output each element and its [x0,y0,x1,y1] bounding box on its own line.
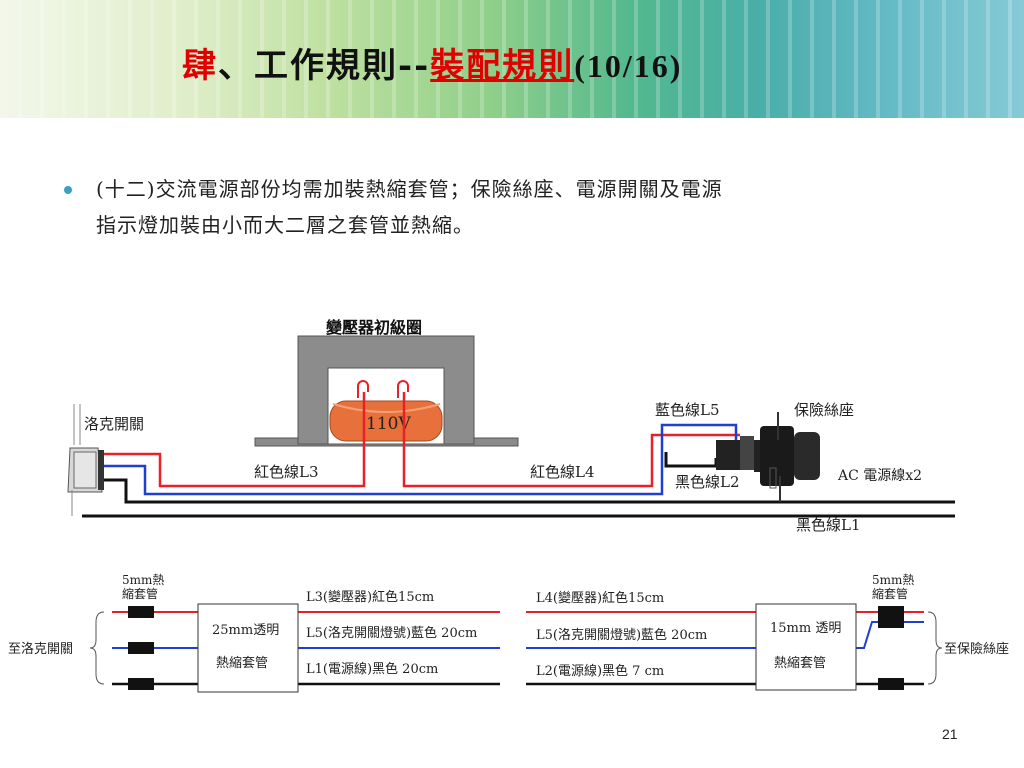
left-harness [89,603,500,693]
transformer: 110V [254,335,519,447]
ac-cord-label: AC 電源線x2 [837,468,922,484]
left-l3-label: L3(變壓器)紅色15cm [306,589,434,605]
wire-l3-red [104,392,366,488]
header-banner [0,0,1024,118]
switch-label: 洛克開關 [84,415,144,433]
header-stripes [0,0,1024,118]
left-small-tube-label-1: 5mm熱 [122,573,164,587]
wire-l2-label: 黑色線L2 [675,473,740,491]
title-prefix: 、工作規則-- [218,46,431,86]
right-l5-label: L5(洛克開關燈號)藍色 20cm [536,627,707,643]
right-small-tube-label-1: 5mm熱 [872,573,914,587]
transformer-label: 變壓器初級圈 [326,318,422,337]
fuse-holder-label: 保險絲座 [794,401,854,419]
to-fuse-label: 至保險絲座 [944,642,1009,657]
wire-l5-blue [104,423,738,496]
right-l4-label: L4(變壓器)紅色15cm [536,590,664,606]
left-l5-label: L5(洛克開關燈號)藍色 20cm [306,625,477,641]
bullet-line-1: (十二)交流電源部份均需加裝熱縮套管；保險絲座、電源開關及電源 [96,177,723,201]
wire-black-1 [104,478,955,504]
wire-l4-label: 紅色線L4 [530,463,595,481]
left-small-tube-label-2: 縮套管 [122,586,158,601]
left-big-tube-label-2: 熱縮套管 [216,655,268,671]
bullet-dot-icon [64,186,72,194]
voltage-label: 110V [366,414,411,434]
to-switch-label: 至洛克開關 [8,642,73,657]
page-number: 21 [942,726,958,742]
slide-title: 肆、工作規則--裝配規則(10/16) [182,38,682,87]
wire-l1-label: 黑色線L1 [796,516,861,534]
fuse-holder [716,412,820,502]
right-big-tube-label-1: 15mm 透明 [770,621,841,636]
right-l2-label: L2(電源線)黑色 7 cm [536,663,664,679]
title-highlight: 裝配規則 [430,46,575,86]
right-harness [526,603,943,691]
bullet-line-2: 指示燈加裝由小而大二層之套管並熱縮。 [96,213,474,237]
right-small-tube-label-2: 縮套管 [872,586,908,601]
bullet-item: (十二)交流電源部份均需加裝熱縮套管；保險絲座、電源開關及電源 指示燈加裝由小而… [64,171,956,243]
title-page: (10/16) [574,48,683,84]
wire-l4-red [402,392,740,488]
title-chapter: 肆 [182,46,218,86]
wire-l5-label: 藍色線L5 [655,401,720,419]
wire-l3-label: 紅色線L3 [254,463,319,481]
left-l1-label: L1(電源線)黑色 20cm [306,661,438,677]
right-big-tube-label-2: 熱縮套管 [774,655,826,671]
rocker-switch [67,404,104,516]
left-big-tube-label-1: 25mm透明 [212,623,279,638]
wire-l2-black [664,452,718,468]
